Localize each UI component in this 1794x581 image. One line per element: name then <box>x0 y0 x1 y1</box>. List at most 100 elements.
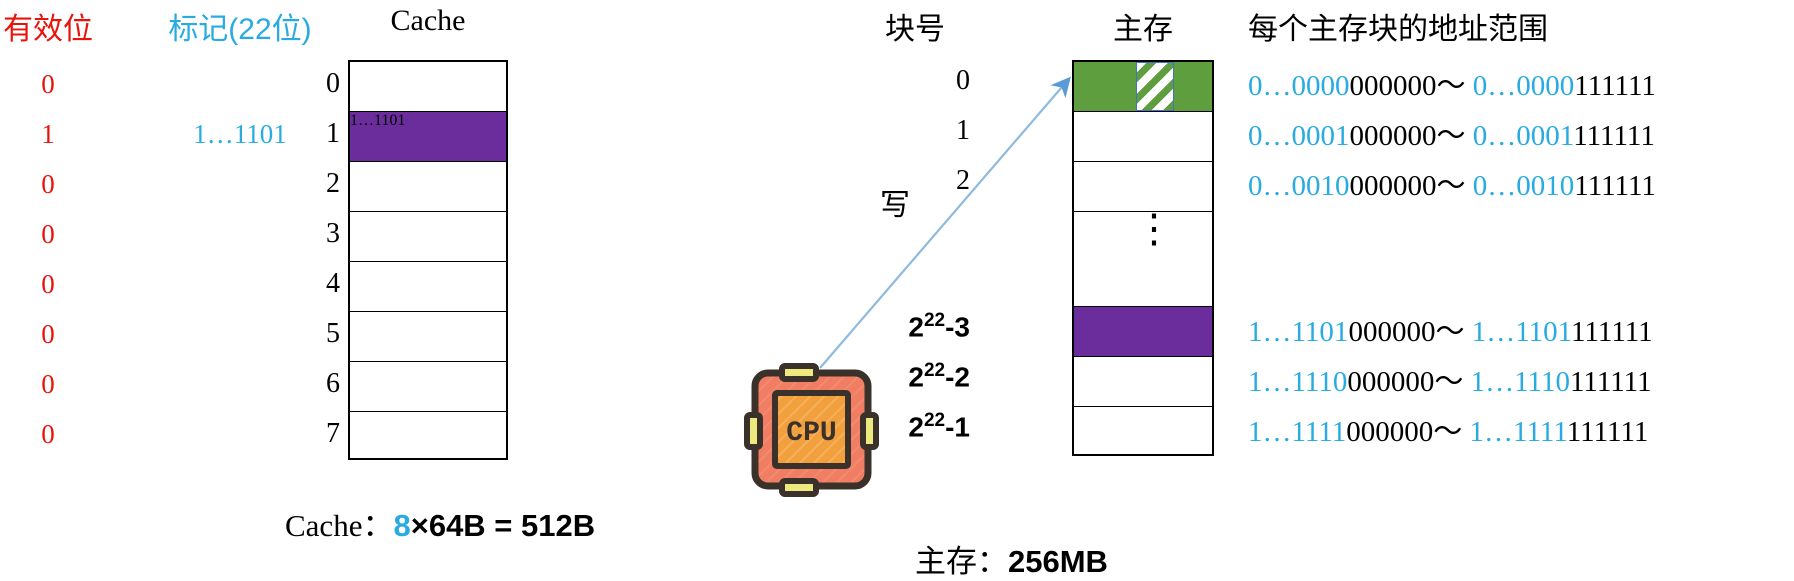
cache-row[interactable] <box>350 162 506 212</box>
cache-row-index: 1 <box>326 118 340 149</box>
memory-block-index-base: 2 <box>908 311 924 343</box>
address-start-offset: 000000 <box>1348 316 1436 348</box>
address-end-offset: 111111 <box>1567 416 1649 448</box>
address-range-row: 0…0001000000～ 0…0001111111 <box>1248 112 1655 154</box>
memory-caption-size: 256MB <box>1008 544 1108 579</box>
cache-row[interactable] <box>350 362 506 412</box>
cache-row-index: 0 <box>326 68 340 99</box>
address-range-row: 1…1111000000～ 1…1111111111 <box>1248 408 1648 450</box>
address-end-tag: 0…0001 <box>1472 120 1574 152</box>
address-range-separator: ～ <box>1436 170 1466 202</box>
address-range-separator: ～ <box>1436 120 1466 152</box>
address-start-tag: 1…1110 <box>1248 366 1348 398</box>
cache-caption: Cache：8×64B = 512B <box>285 500 595 545</box>
cache-row-index: 4 <box>326 268 340 299</box>
main-memory-table[interactable] <box>1072 60 1214 456</box>
memory-block-index-base: 0 <box>956 65 970 96</box>
valid-bit-value: 0 <box>41 69 55 99</box>
cache-caption-count: 8 <box>393 508 411 543</box>
memory-block-index-exponent: 22 <box>923 410 946 431</box>
memory-block-index-offset: -3 <box>945 311 970 343</box>
cache-row-index: 2 <box>326 168 340 199</box>
valid-bit-value: 0 <box>41 269 55 299</box>
address-end-tag: 0…0000 <box>1472 70 1575 102</box>
address-start-offset: 000000 <box>1349 120 1437 152</box>
header-valid-bit: 有效位 <box>3 13 93 46</box>
memory-block-index-base: 1 <box>956 115 970 146</box>
cache-row[interactable] <box>350 412 506 462</box>
memory-block-index: 1 <box>840 115 970 147</box>
cache-row[interactable] <box>350 212 506 262</box>
cache-row-index: 6 <box>326 368 340 399</box>
header-block-number: 块号 <box>885 13 945 46</box>
memory-block-row[interactable] <box>1074 162 1212 212</box>
memory-block-index-base: 2 <box>908 411 924 443</box>
address-range-row: 0…0000000000～ 0…0000111111 <box>1248 62 1656 104</box>
cpu-label: CPU <box>786 418 836 449</box>
valid-bit-value: 0 <box>41 369 55 399</box>
write-label: 写 <box>880 189 910 222</box>
memory-block-row[interactable] <box>1074 62 1212 112</box>
memory-caption-label: 主存： <box>915 544 1008 579</box>
cache-row-index: 7 <box>326 418 340 449</box>
memory-block-index-base: 2 <box>908 361 924 393</box>
cache-row[interactable]: 1…1101 <box>350 112 506 162</box>
address-start-offset: 000000 <box>1347 366 1435 398</box>
header-address-range: 每个主存块的地址范围 <box>1248 13 1548 46</box>
address-start-tag: 0…0010 <box>1248 170 1350 202</box>
address-range-separator: ～ <box>1436 70 1466 102</box>
cache-row[interactable] <box>350 62 506 112</box>
address-range-separator: ～ <box>1433 416 1463 448</box>
address-start-tag: 0…0000 <box>1248 70 1350 102</box>
address-range-separator: ～ <box>1435 316 1465 348</box>
memory-caption: 主存：256MB <box>915 536 1108 581</box>
address-start-offset: 000000 <box>1346 416 1434 448</box>
address-start-offset: 000000 <box>1349 170 1437 202</box>
cache-row-index: 3 <box>326 218 340 249</box>
cache-caption-rest: ×64B = 512B <box>410 508 596 543</box>
address-end-offset: 111111 <box>1574 70 1656 102</box>
valid-bit-value: 0 <box>41 169 55 199</box>
header-cache: Cache <box>390 4 466 37</box>
address-start-tag: 1…1101 <box>1248 316 1349 348</box>
address-start-tag: 1…1111 <box>1248 416 1347 448</box>
tag-value: 1…1101 <box>193 119 287 149</box>
valid-bit-value: 0 <box>41 319 55 349</box>
memory-block-row[interactable] <box>1074 112 1212 162</box>
memory-block-row[interactable] <box>1074 307 1212 357</box>
address-end-offset: 111111 <box>1573 120 1655 152</box>
memory-block-index: 0 <box>840 65 970 97</box>
memory-block-index-exponent: 22 <box>923 310 946 331</box>
memory-block-row[interactable] <box>1074 407 1212 457</box>
cache-row[interactable] <box>350 262 506 312</box>
memory-block-index-base: 2 <box>956 165 970 196</box>
cache-row-index: 5 <box>326 318 340 349</box>
address-start-offset: 000000 <box>1349 70 1437 102</box>
address-range-row: 0…0010000000～ 0…0010111111 <box>1248 162 1656 204</box>
address-range-row: 1…1101000000～ 1…1101111111 <box>1248 308 1653 350</box>
cache-row[interactable] <box>350 312 506 362</box>
cache-table[interactable]: 1…1101 <box>348 60 508 460</box>
address-range-row: 1…1110000000～ 1…1110111111 <box>1248 358 1652 400</box>
valid-bit-value: 0 <box>41 219 55 249</box>
memory-block-index-exponent: 22 <box>923 360 946 381</box>
address-start-tag: 0…0001 <box>1248 120 1350 152</box>
memory-block-index-offset: -1 <box>945 411 970 443</box>
memory-block-row[interactable] <box>1074 357 1212 407</box>
address-end-tag: 0…0010 <box>1472 170 1575 202</box>
address-end-tag: 1…1101 <box>1471 316 1572 348</box>
address-end-offset: 111111 <box>1571 316 1653 348</box>
memory-ellipsis-dots: ⋮ <box>1134 206 1174 251</box>
memory-block-index: 222-1 <box>840 410 970 443</box>
address-end-tag: 1…1110 <box>1470 366 1570 398</box>
address-range-separator: ～ <box>1434 366 1464 398</box>
header-main-memory: 主存 <box>1113 13 1173 46</box>
cpu-icon: CPU <box>744 363 879 497</box>
address-end-offset: 111111 <box>1569 366 1652 398</box>
memory-word-highlight <box>1136 62 1174 111</box>
memory-block-row[interactable] <box>1074 212 1212 307</box>
valid-bit-value: 1 <box>41 119 55 149</box>
memory-block-index: 222-3 <box>840 310 970 343</box>
memory-block-index-offset: -2 <box>945 361 970 393</box>
address-end-offset: 111111 <box>1574 170 1656 202</box>
